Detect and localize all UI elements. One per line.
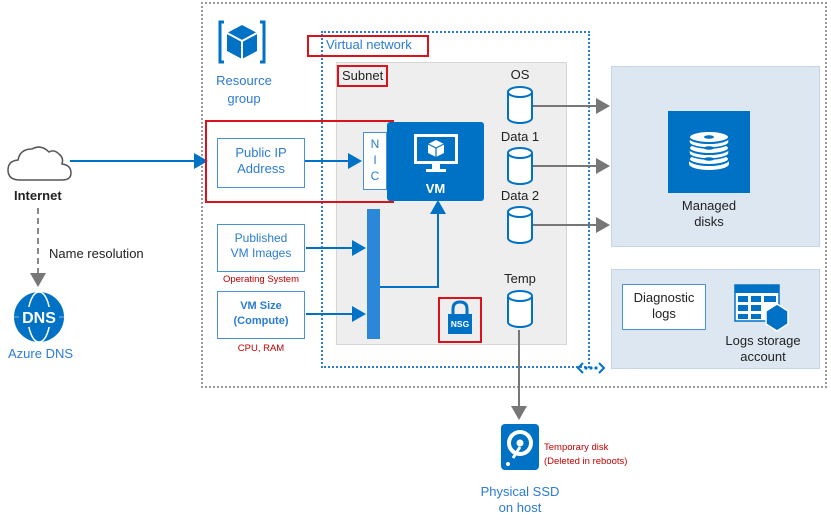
vm-label: VM (425, 181, 446, 196)
disk-data2-label: Data 2 (500, 188, 540, 203)
virtual-network-highlight (307, 35, 429, 57)
os-disk-icon (506, 85, 534, 125)
physical-ssd-label: Physical SSD on host (480, 484, 560, 515)
nic-box (363, 132, 387, 190)
cloud-icon (4, 140, 74, 186)
storage-table-icon (734, 284, 790, 332)
data2-disk-icon (506, 205, 534, 245)
virtual-network-boundary (321, 31, 590, 368)
disk-stack-icon (686, 127, 732, 173)
vm-size-box (217, 291, 305, 339)
dns-globe-icon: DNS (12, 290, 66, 344)
diagnostic-logs-label: Diagnostic logs (633, 290, 695, 321)
published-images-label: Published VM Images (230, 231, 292, 260)
public-ip-box (217, 138, 305, 188)
disk-temp-label: Temp (504, 271, 536, 286)
internet-label: Internet (14, 188, 62, 203)
vm-size-label: VM Size (Compute) (233, 300, 289, 327)
nsg-label: NSG (450, 319, 470, 329)
svg-text:DNS: DNS (22, 310, 56, 327)
disk-data1-label: Data 1 (500, 129, 540, 144)
resource-group-label: Resource group (216, 73, 272, 106)
nsg-highlight (438, 297, 482, 343)
cpu-ram-caption: CPU, RAM (237, 343, 285, 354)
temp-disk-icon (506, 289, 534, 329)
virtual-network-label: Virtual network (326, 37, 412, 52)
subnet-highlight (337, 65, 388, 87)
ssd-drive-icon (500, 423, 540, 471)
nic-label: N I C (370, 137, 380, 183)
temporary-disk-caption: Temporary disk (Deleted in reboots) (544, 442, 628, 467)
logs-storage-label: Logs storage account (725, 333, 801, 364)
managed-disks-label: Managed disks (681, 198, 737, 229)
monitor-icon (412, 132, 460, 174)
resource-group-cube-icon (216, 16, 268, 68)
public-ip-label: Public IP Address (235, 145, 287, 176)
disk-os-label: OS (510, 67, 530, 82)
published-images-box (217, 224, 305, 272)
diagnostic-logs-box (622, 284, 706, 330)
azure-dns-label: Azure DNS (8, 346, 74, 361)
name-resolution-label: Name resolution (49, 246, 144, 261)
data1-disk-icon (506, 146, 534, 186)
config-bar (367, 209, 380, 339)
vnet-connector-icon (576, 360, 606, 376)
nsg-lock-icon (445, 300, 475, 336)
subnet-label: Subnet (342, 68, 384, 83)
operating-system-caption: Operating System (222, 274, 300, 285)
resource-group-boundary (201, 2, 827, 388)
